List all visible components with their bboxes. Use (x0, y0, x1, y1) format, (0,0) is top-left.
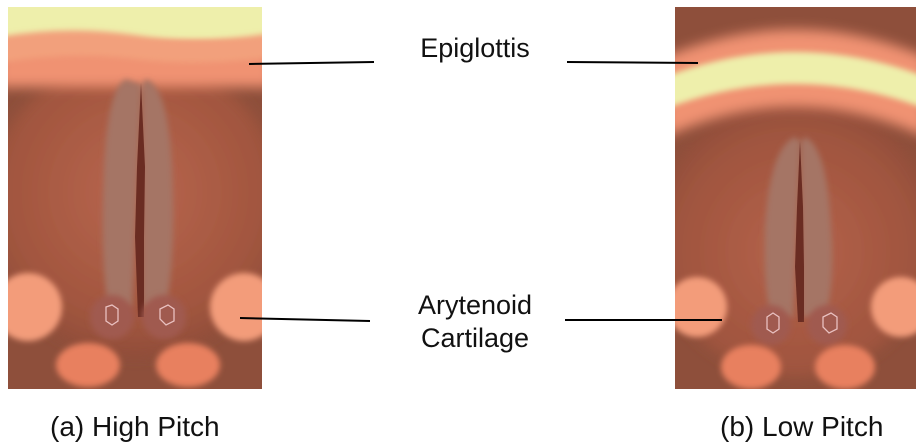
low-pitch-caption: (b) Low Pitch (720, 410, 883, 444)
arytenoid-cartilage-label: Arytenoid Cartilage (380, 289, 570, 355)
high-pitch-caption: (a) High Pitch (50, 410, 220, 444)
high-pitch-larynx-image (8, 7, 262, 389)
low-pitch-larynx-image (675, 7, 916, 389)
low-pitch-larynx-illustration (675, 7, 916, 389)
high-pitch-larynx-illustration (8, 7, 262, 389)
arytenoid-label-line2: Cartilage (380, 322, 570, 355)
arytenoid-label-line1: Arytenoid (380, 289, 570, 322)
epiglottis-label: Epiglottis (380, 32, 570, 65)
epiglottis-leader-left (249, 62, 374, 64)
